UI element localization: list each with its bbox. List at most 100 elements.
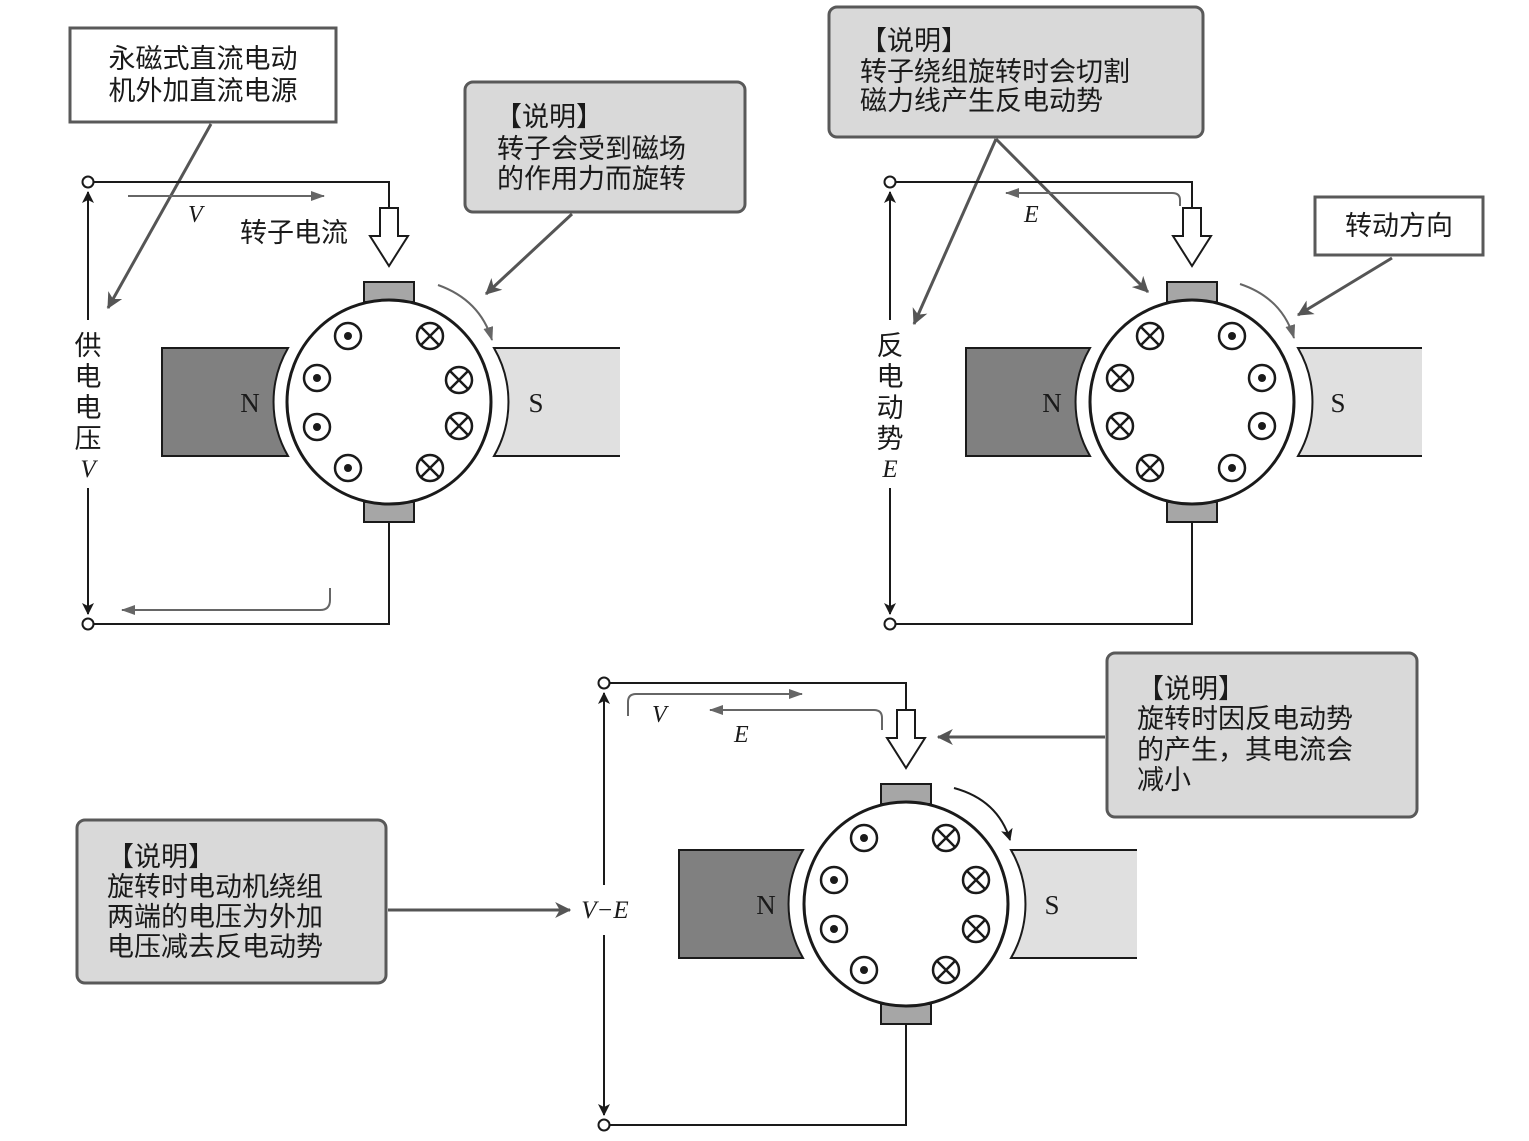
side-label-char: 压 xyxy=(75,424,102,455)
s-pole-label: S xyxy=(1044,890,1059,920)
supply-box: 永磁式直流电动 机外加直流电源 xyxy=(68,26,338,124)
top-wire xyxy=(604,682,907,710)
terminal-icon xyxy=(81,175,95,189)
terminal-icon xyxy=(81,617,95,631)
v-minus-e-label: V−E xyxy=(581,897,628,924)
current-out-of-page-icon xyxy=(1217,453,1247,483)
emf-flow-arrow xyxy=(709,705,883,730)
supply-leader-arrow xyxy=(106,123,213,309)
current-into-page-icon xyxy=(1135,453,1165,483)
pole-s xyxy=(492,347,620,457)
current-out-of-page-icon xyxy=(849,823,879,853)
panel-bottom: 【说明】 旋转时因反电动势 的产生，其电流会 减小 【说明】 旋转时电动机绕组 … xyxy=(75,651,1419,1132)
note-line-1: 转子绕组旋转时会切割 xyxy=(860,57,1130,88)
motor: N S xyxy=(965,281,1422,523)
note-leader-arrow xyxy=(912,138,998,326)
supply-box-line-1: 永磁式直流电动 xyxy=(109,44,298,75)
supply-flow-arrow xyxy=(627,689,803,716)
note-line-3: 减小 xyxy=(1137,765,1191,796)
terminal-icon xyxy=(883,617,897,631)
pole-s xyxy=(1296,347,1422,457)
n-pole-label: N xyxy=(756,890,776,920)
side-label-char: 势 xyxy=(877,424,904,455)
current-out-of-page-icon xyxy=(302,363,332,393)
rotor-current-hollow-arrow xyxy=(885,709,927,770)
side-symbol-v: V xyxy=(80,456,98,483)
note-rotor-force: 【说明】 转子会受到磁场 的作用力而旋转 xyxy=(463,80,747,214)
note-line-1: 转子会受到磁场 xyxy=(497,134,686,165)
current-out-of-page-icon xyxy=(1247,363,1277,393)
curved-rotation-arrow-icon xyxy=(953,787,1013,841)
top-wire xyxy=(88,181,390,208)
side-label-char: 电 xyxy=(877,362,904,393)
note-leader-arrow xyxy=(484,212,574,296)
pole-n xyxy=(678,849,805,959)
panel-top-left: 永磁式直流电动 机外加直流电源 【说明】 转子会受到磁场 的作用力而旋转 供 电… xyxy=(68,26,747,631)
note-title: 【说明】 xyxy=(1137,674,1245,705)
rotor-current-hollow-arrow xyxy=(1171,207,1213,268)
direction-box: 转动方向 xyxy=(1313,195,1485,257)
e-label: E xyxy=(1023,202,1039,228)
curved-rotation-arrow-icon xyxy=(437,284,494,341)
note-current-decrease: 【说明】 旋转时因反电动势 的产生，其电流会 减小 xyxy=(1105,651,1419,819)
note-line-3: 电压减去反电动势 xyxy=(107,932,323,963)
current-out-of-page-icon xyxy=(1217,321,1247,351)
s-pole-label: S xyxy=(1330,388,1345,418)
side-label-char: 反 xyxy=(877,331,904,362)
bottom-wire xyxy=(88,522,390,625)
note-line-2: 的作用力而旋转 xyxy=(497,164,686,195)
rotor xyxy=(802,800,1010,1008)
current-out-of-page-icon xyxy=(849,955,879,985)
supply-box-line-2: 机外加直流电源 xyxy=(109,76,298,107)
bottom-wire xyxy=(890,522,1193,625)
current-out-of-page-icon xyxy=(302,412,332,442)
top-wire xyxy=(890,181,1193,208)
note-line-2: 的产生，其电流会 xyxy=(1137,735,1353,766)
note-line-2: 两端的电压为外加 xyxy=(107,902,323,933)
panel-top-right: 【说明】 转子绕组旋转时会切割 磁力线产生反电动势 转动方向 反 电 动 势 E… xyxy=(827,5,1485,631)
current-into-page-icon xyxy=(961,914,991,944)
note-title: 【说明】 xyxy=(107,842,215,873)
emf-flow-arrow xyxy=(1005,188,1181,206)
rotor xyxy=(285,298,493,506)
terminal-icon xyxy=(597,1118,611,1132)
curved-rotation-arrow-icon xyxy=(1239,283,1296,339)
rotor-current-hollow-arrow xyxy=(368,207,410,268)
terminal-icon xyxy=(883,175,897,189)
current-out-of-page-icon xyxy=(333,453,363,483)
rotor xyxy=(1088,298,1296,506)
motor: N S xyxy=(678,783,1137,1025)
current-out-of-page-icon xyxy=(819,865,849,895)
current-into-page-icon xyxy=(1135,321,1165,351)
pole-s xyxy=(1009,849,1137,959)
s-pole-label: S xyxy=(528,388,543,418)
current-into-page-icon xyxy=(415,321,445,351)
current-out-of-page-icon xyxy=(333,321,363,351)
note-line-1: 旋转时因反电动势 xyxy=(1137,704,1353,735)
side-label-char: 电 xyxy=(75,362,102,393)
current-into-page-icon xyxy=(444,365,474,395)
return-current-arrow xyxy=(121,588,331,615)
current-into-page-icon xyxy=(931,823,961,853)
n-pole-label: N xyxy=(240,388,260,418)
side-label-char: 电 xyxy=(75,393,102,424)
note-title: 【说明】 xyxy=(860,26,968,57)
motor: N S xyxy=(161,281,620,523)
n-pole-label: N xyxy=(1042,388,1062,418)
direction-leader-arrow xyxy=(1297,256,1393,317)
v-label: V xyxy=(652,702,669,728)
pole-n xyxy=(965,347,1092,457)
pole-n xyxy=(161,347,290,457)
side-label-char: 动 xyxy=(877,393,904,424)
current-out-of-page-icon xyxy=(819,914,849,944)
note-line-1: 旋转时电动机绕组 xyxy=(107,872,323,903)
side-label-char: 供 xyxy=(75,331,102,362)
current-out-of-page-icon xyxy=(1247,411,1277,441)
bottom-wire xyxy=(604,1024,907,1126)
current-into-page-icon xyxy=(931,955,961,985)
note-terminal-voltage: 【说明】 旋转时电动机绕组 两端的电压为外加 电压减去反电动势 xyxy=(75,818,388,985)
side-symbol-e: E xyxy=(881,456,897,483)
note-leader-arrow xyxy=(994,137,1150,294)
terminal-icon xyxy=(597,676,611,690)
